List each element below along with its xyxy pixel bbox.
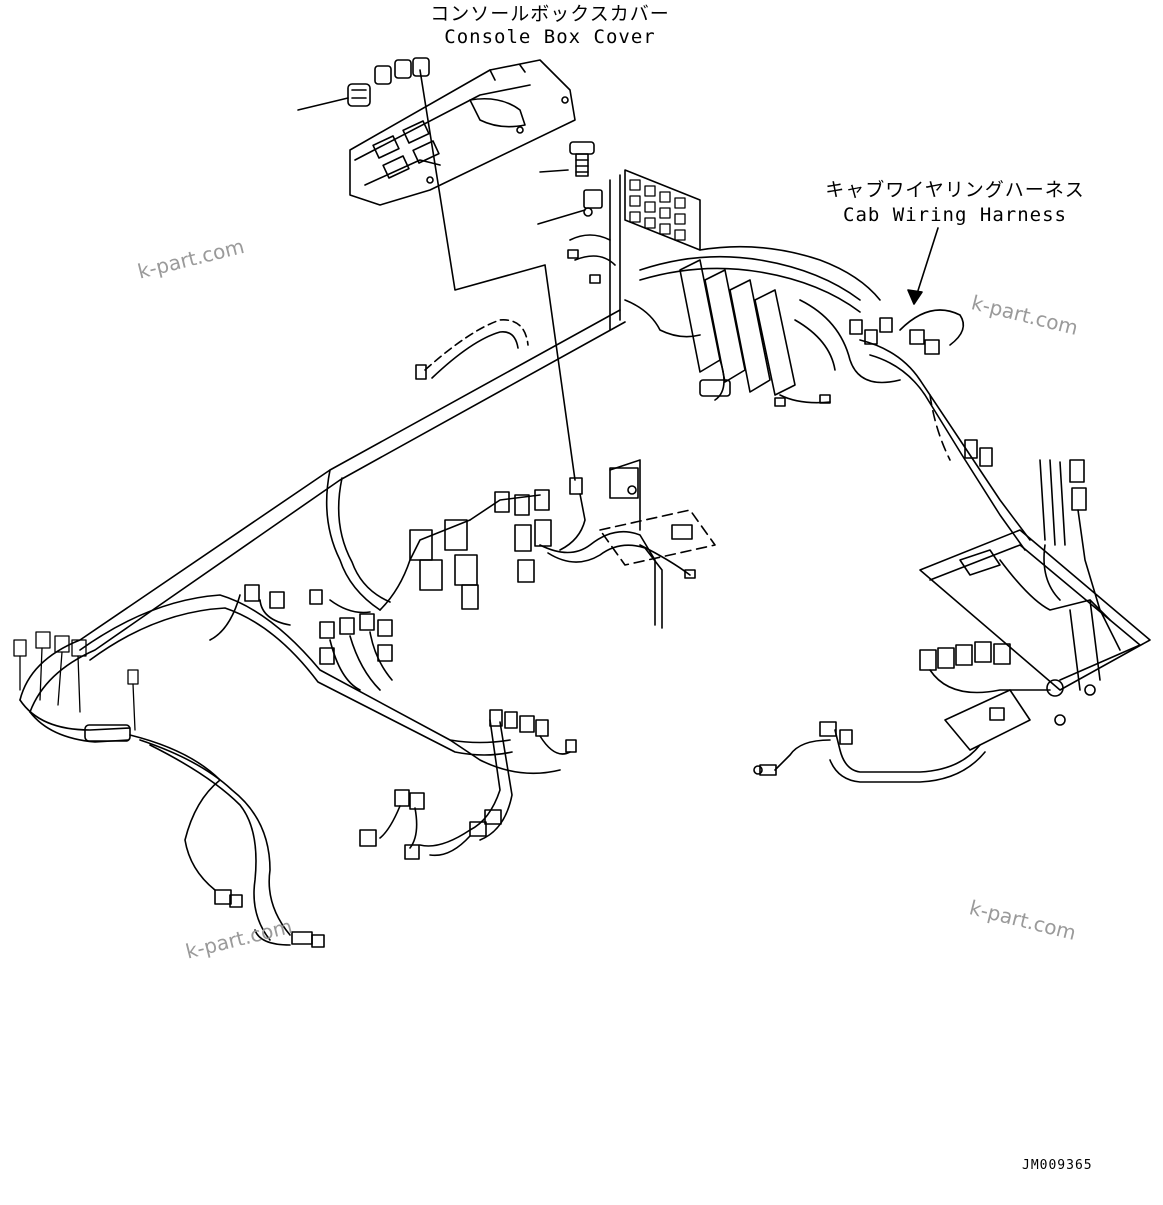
harness-segment (415, 319, 529, 380)
leader-line (537, 209, 586, 225)
lower-left-branch (129, 734, 325, 948)
leader-line (297, 97, 349, 111)
right-console-base (919, 459, 1151, 751)
leader-line (419, 69, 576, 481)
console-box-cover-label-en: Console Box Cover (444, 26, 656, 48)
cab-wiring-harness-label-jp: キャブワイヤリングハーネス (825, 179, 1085, 201)
lower-right-branch (359, 709, 577, 860)
leader-line (539, 169, 569, 173)
center-branch (79, 584, 513, 756)
console-box-cover-part (349, 59, 576, 206)
harness-leader (907, 227, 939, 305)
document-id: JM009365 (1022, 1158, 1093, 1173)
center-connector-cluster (379, 477, 663, 629)
bracket-plate (599, 459, 716, 579)
console-box-cover-label-jp: コンソールボックスカバー (430, 3, 670, 25)
bolt-part (569, 141, 595, 177)
console-switches-part (347, 57, 430, 107)
fuse-block-part (567, 169, 965, 407)
left-connectors (13, 631, 139, 731)
lower-right-cable (753, 721, 986, 783)
cab-wiring-harness-label-en: Cab Wiring Harness (843, 204, 1067, 226)
right-harness-trunk (859, 339, 1031, 551)
relay-part (583, 189, 603, 217)
